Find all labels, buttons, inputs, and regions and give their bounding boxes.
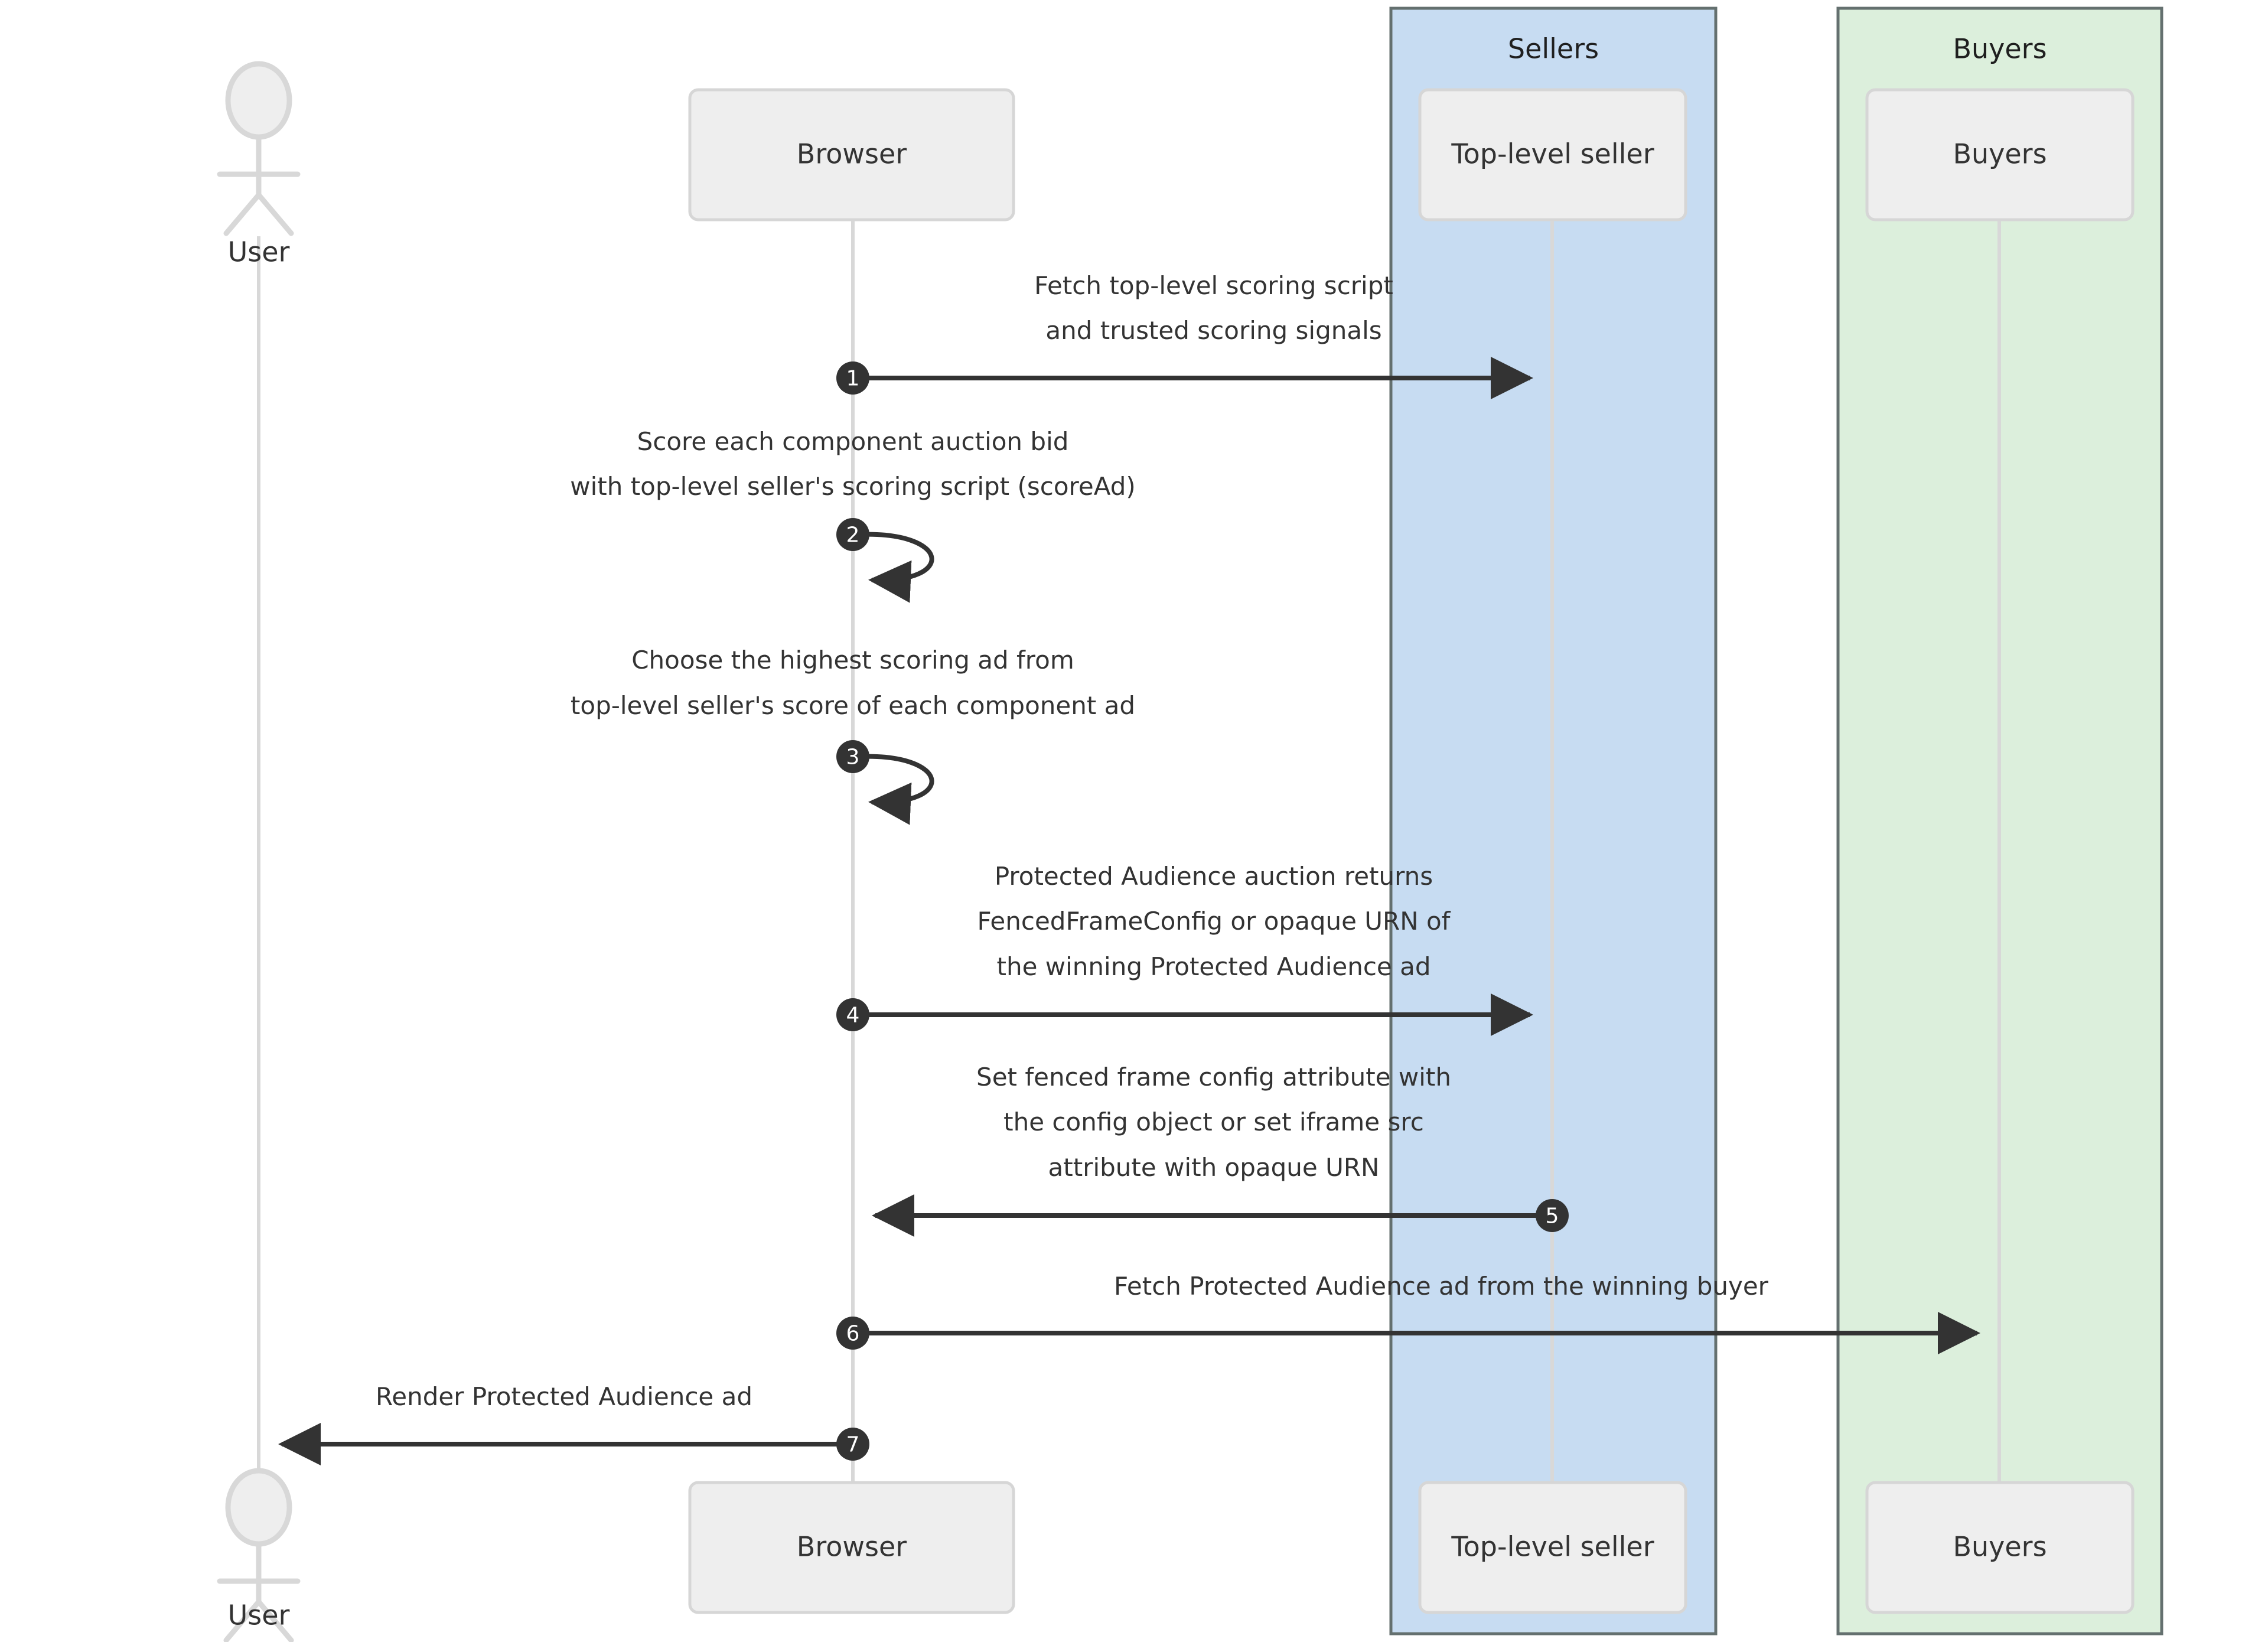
participant-top-level-seller-bottom-label: Top-level seller <box>1451 1531 1654 1563</box>
message-7-label-line-1: Render Protected Audience ad <box>376 1382 752 1411</box>
message-4-number: 4 <box>846 1004 860 1028</box>
participant-browser-bottom-box <box>688 1481 1015 1614</box>
message-4-label-line-2: FencedFrameConfig or opaque URN of <box>977 907 1451 936</box>
message-2-badge <box>836 518 869 551</box>
participant-top-level-seller-top[interactable]: Top-level seller <box>1418 88 1687 221</box>
message-3-number: 3 <box>846 745 860 770</box>
message-6-badge <box>836 1317 869 1350</box>
participant-top-level-seller-top-label: Top-level seller <box>1451 138 1654 170</box>
message-5-label-line-3: attribute with opaque URN <box>1048 1153 1380 1182</box>
message-3[interactable]: Choose the highest scoring ad from top-l… <box>571 646 1135 825</box>
message-7-number: 7 <box>846 1433 860 1457</box>
message-2-number: 2 <box>846 523 860 548</box>
participant-buyers-bottom-label: Buyers <box>1953 1531 2047 1563</box>
message-4-badge <box>836 998 869 1031</box>
participant-browser-bottom[interactable]: Browser <box>688 1481 1015 1614</box>
message-5-label-line-1: Set fenced frame config attribute with <box>976 1063 1451 1092</box>
actor-legs-icon <box>223 191 294 236</box>
message-5-number: 5 <box>1546 1204 1559 1229</box>
participant-user-top-label: User <box>228 236 290 268</box>
message-5-label-line-2: the config object or set iframe src <box>1003 1107 1424 1136</box>
message-4-label-line-3: the winning Protected Audience ad <box>997 952 1431 981</box>
participant-browser-top-label: Browser <box>797 138 907 170</box>
participant-buyers-top[interactable]: Buyers <box>1865 88 2135 221</box>
participant-top-level-seller-top-box <box>1418 88 1687 221</box>
message-1-number: 1 <box>846 367 860 391</box>
actor-head-bottom-icon <box>225 1468 292 1547</box>
message-1-label-line-1: Fetch top-level scoring script <box>1034 271 1393 300</box>
group-buyers-label: Buyers <box>1953 33 2047 65</box>
message-3-label-line-2: top-level seller's score of each compone… <box>571 691 1135 720</box>
participant-user-top[interactable]: User <box>217 61 301 268</box>
participant-user-bottom-label: User <box>228 1599 290 1631</box>
participant-buyers-bottom-box <box>1865 1481 2135 1614</box>
participant-top-level-seller-bottom-box <box>1418 1481 1687 1614</box>
actor-legs-bottom-icon <box>223 1598 294 1642</box>
message-4[interactable]: Protected Audience auction returns Fence… <box>836 862 1533 1036</box>
message-6-label-line-1: Fetch Protected Audience ad from the win… <box>1114 1272 1769 1301</box>
message-6-number: 6 <box>846 1322 860 1346</box>
group-sellers-label: Sellers <box>1508 33 1599 65</box>
message-3-label-line-1: Choose the highest scoring ad from <box>631 646 1074 675</box>
actor-head-icon <box>225 61 292 140</box>
message-2[interactable]: Score each component auction bid with to… <box>570 427 1136 603</box>
participant-top-level-seller-bottom[interactable]: Top-level seller <box>1418 1481 1687 1614</box>
participant-browser-bottom-label: Browser <box>797 1531 907 1563</box>
participant-buyers-top-box <box>1865 88 2135 221</box>
participant-buyers-bottom[interactable]: Buyers <box>1865 1481 2135 1614</box>
message-3-self-loop-arrow <box>857 754 934 825</box>
message-4-label-line-1: Protected Audience auction returns <box>995 862 1433 891</box>
message-5-badge <box>1536 1199 1569 1232</box>
participant-browser-top-box <box>688 88 1015 221</box>
message-2-label-line-1: Score each component auction bid <box>637 427 1069 456</box>
participant-buyers-top-label: Buyers <box>1953 138 2047 170</box>
participant-user-bottom[interactable]: User <box>217 1468 301 1642</box>
message-2-label-line-2: with top-level seller's scoring script (… <box>570 472 1136 501</box>
message-1[interactable]: Fetch top-level scoring script and trust… <box>836 271 1533 399</box>
message-5[interactable]: Set fenced frame config attribute with t… <box>872 1063 1569 1237</box>
message-1-label-line-2: and trusted scoring signals <box>1045 316 1381 345</box>
message-7[interactable]: Render Protected Audience ad 7 <box>278 1382 869 1465</box>
participant-browser-top[interactable]: Browser <box>688 88 1015 221</box>
message-6[interactable]: Fetch Protected Audience ad from the win… <box>836 1272 1980 1354</box>
message-2-self-loop-arrow <box>857 532 934 603</box>
message-3-badge <box>836 740 869 773</box>
message-1-badge <box>836 361 869 395</box>
message-7-badge <box>836 1428 869 1461</box>
